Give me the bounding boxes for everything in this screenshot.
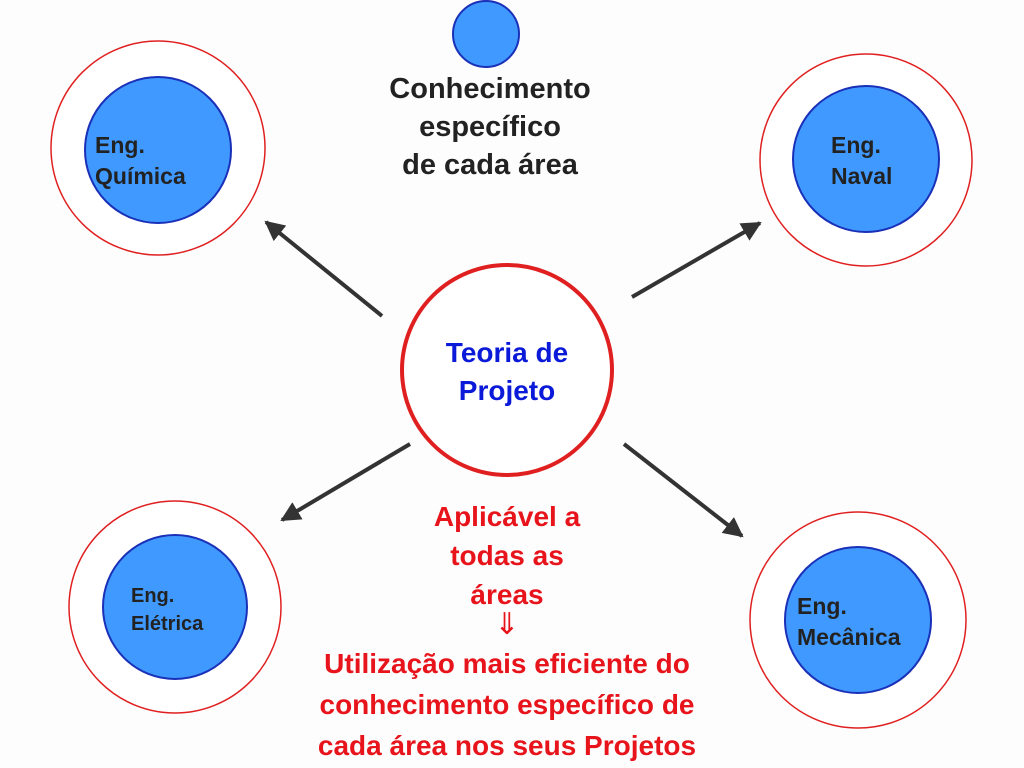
applicable-label-line-3: áreas	[470, 579, 544, 610]
area-label-eletrica: Eng. Elétrica	[131, 582, 203, 638]
area-label-quimica-line-1: Eng.	[95, 132, 145, 158]
quimica-node	[84, 76, 232, 224]
arrow-to-quimica	[264, 220, 384, 318]
implies-arrow: ⇓	[494, 608, 520, 641]
center-label-line-1: Teoria de	[445, 337, 569, 368]
center-label: Teoria de Projeto	[407, 334, 607, 410]
top-caption-line-3: de cada área	[402, 149, 578, 181]
area-label-naval: Eng. Naval	[831, 130, 892, 192]
area-label-eletrica-line-1: Eng.	[131, 585, 175, 607]
area-label-naval-line-1: Eng.	[831, 132, 881, 158]
naval-node	[792, 85, 940, 233]
center-label-line-2: Projeto	[458, 375, 556, 406]
area-label-mecanica-line-2: Mecânica	[797, 624, 901, 650]
area-label-quimica: Eng. Química	[95, 130, 186, 192]
arrow-to-mecanica	[622, 442, 744, 538]
area-label-quimica-line-2: Química	[95, 163, 186, 189]
result-text-line-3: cada área nos seus Projetos	[317, 730, 697, 761]
applicable-label-line-1: Aplicável a	[433, 501, 581, 532]
result-text-line-1: Utilização mais eficiente do	[324, 648, 690, 679]
top-caption: Conhecimento específico de cada área	[360, 70, 620, 184]
top-caption-line-1: Conhecimento	[389, 73, 591, 105]
result-text-line-2: conhecimento específico de	[319, 689, 695, 720]
result-text: Utilização mais eficiente do conheciment…	[267, 643, 747, 766]
arrow-to-naval	[630, 221, 762, 299]
center-node	[400, 263, 614, 477]
applicable-label-line-2: todas as	[450, 540, 564, 571]
mecanica-node	[784, 546, 932, 694]
area-label-mecanica-line-1: Eng.	[797, 593, 847, 619]
arrow-to-eletrica	[280, 442, 412, 522]
area-label-naval-line-2: Naval	[831, 163, 893, 189]
area-label-eletrica-line-2: Elétrica	[131, 613, 204, 635]
knowledge-node	[452, 0, 520, 68]
area-label-mecanica: Eng. Mecânica	[797, 591, 901, 653]
eletrica-node	[102, 534, 248, 680]
applicable-label: Aplicável a todas as áreas	[397, 497, 617, 614]
top-caption-line-2: específico	[419, 111, 561, 143]
